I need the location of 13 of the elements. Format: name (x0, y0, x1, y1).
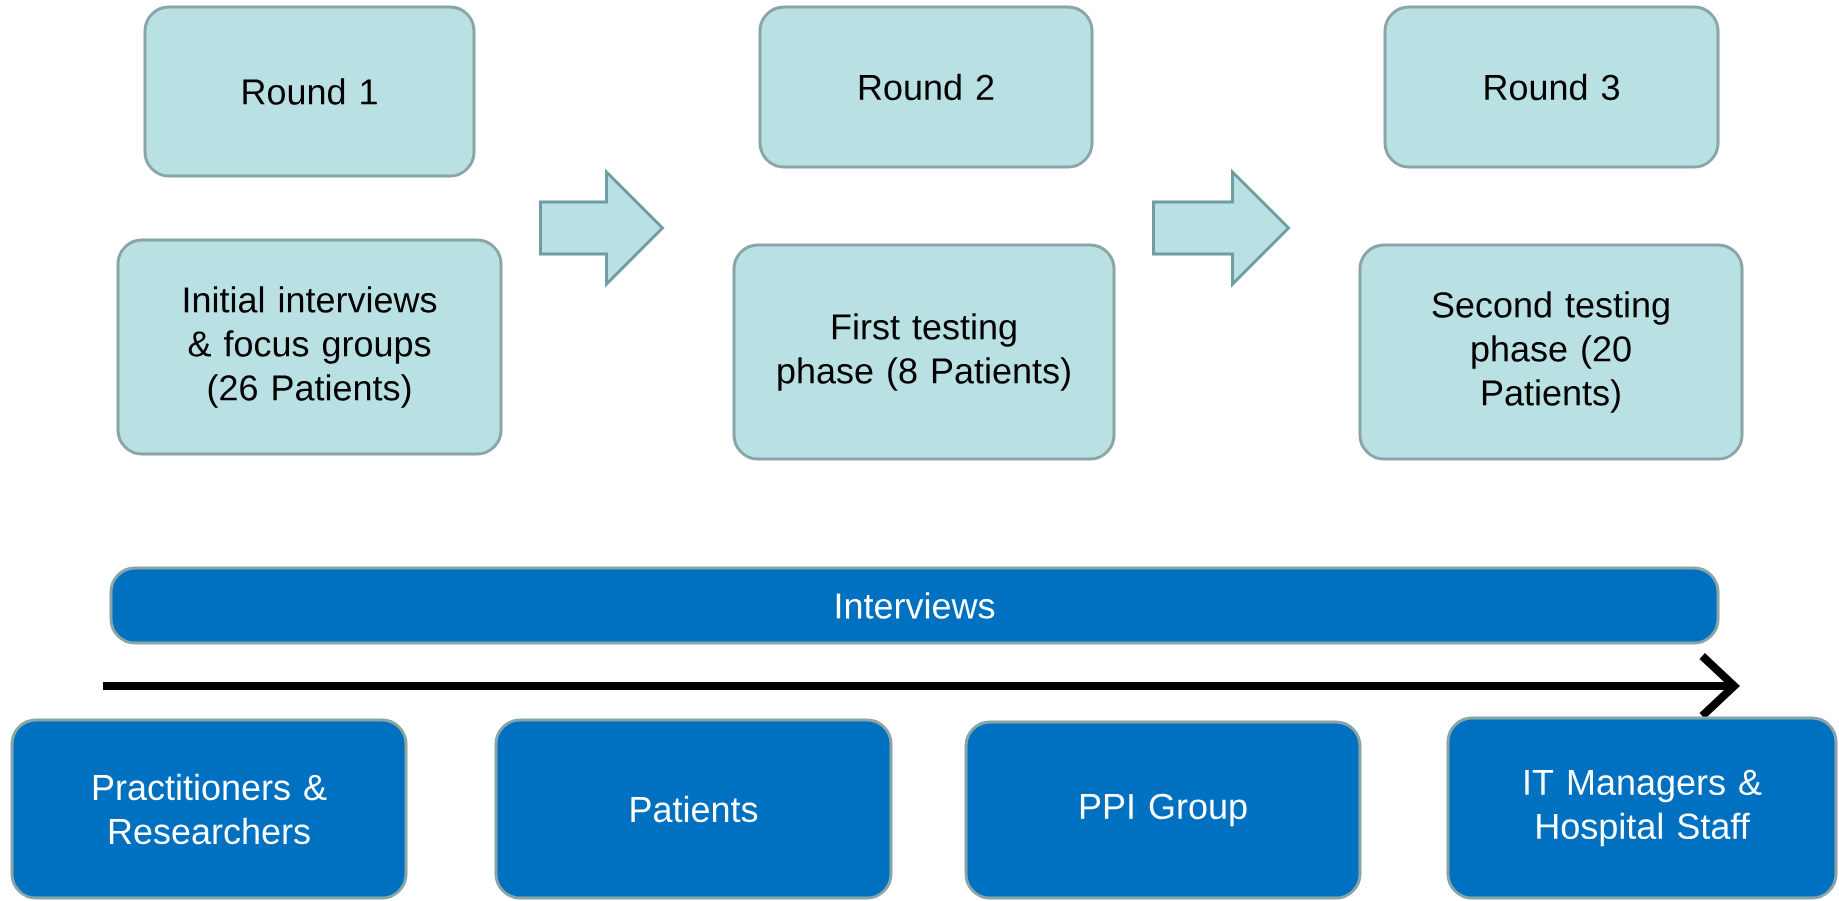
round-box: Round 1 (143, 5, 476, 178)
round-box: Round 2 (758, 5, 1094, 169)
phase-box: First testing phase (8 Patients) (732, 243, 1116, 461)
block-arrow (539, 168, 665, 288)
phase-box: Second testing phase (20 Patients) (1358, 243, 1744, 461)
stakeholder-box: Practitioners & Researchers (10, 718, 408, 900)
interviews-bar: Interviews (109, 566, 1720, 645)
round-box: Round 3 (1383, 5, 1720, 169)
phase-box: Initial interviews & focus groups (26 Patients) (116, 238, 503, 456)
stakeholder-box: IT Managers & Hospital Staff (1446, 716, 1838, 900)
stakeholder-box: Patients (494, 718, 893, 900)
block-arrow (1152, 168, 1291, 288)
stakeholder-box: PPI Group (964, 720, 1362, 900)
